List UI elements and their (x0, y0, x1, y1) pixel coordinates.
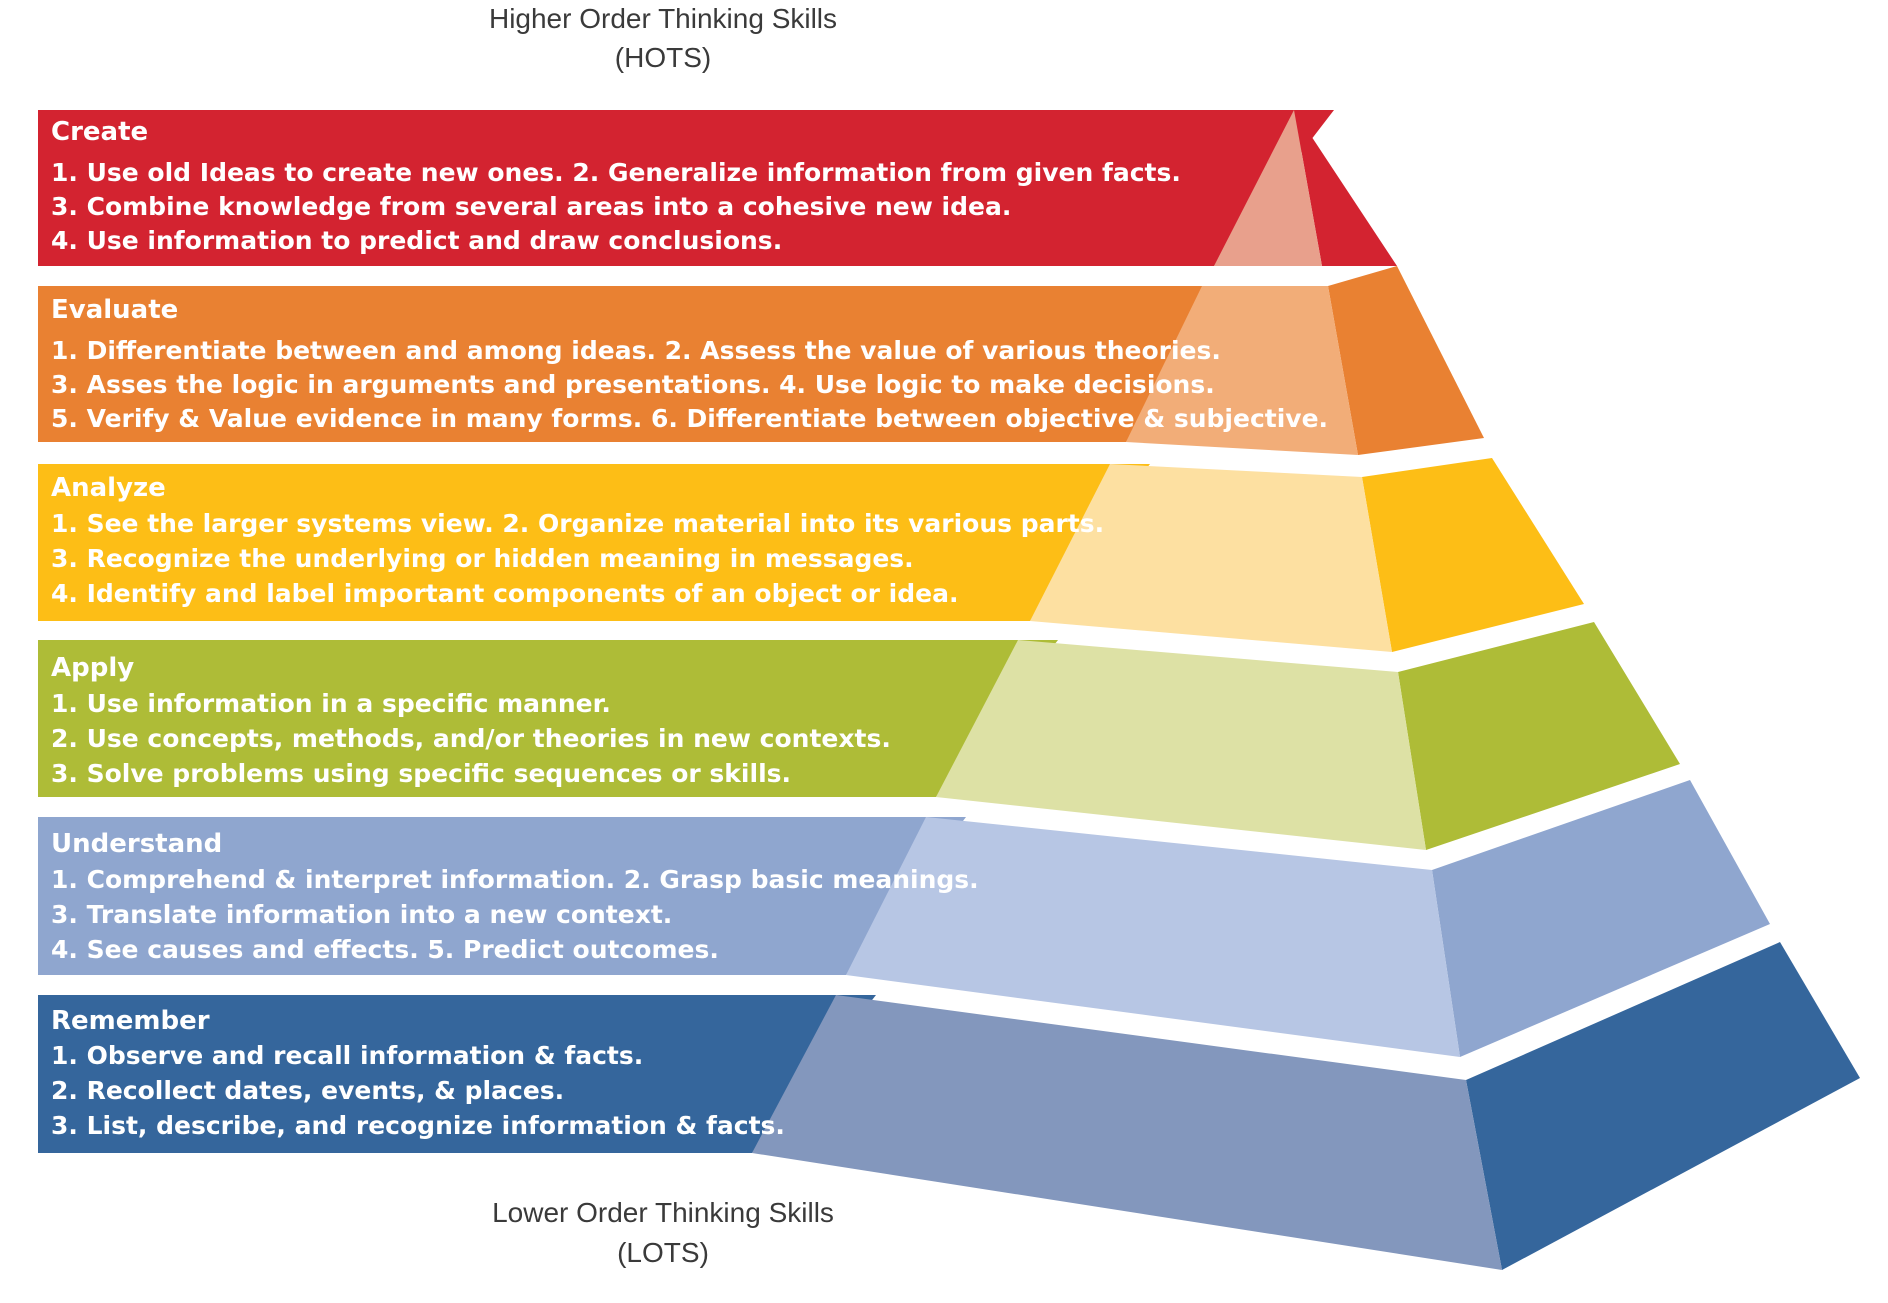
level-front-face-analyze (1030, 464, 1392, 652)
pyramid-levels: Create 1. Use old Ideas to create new one… (38, 110, 1860, 1270)
level-analyze: Analyze 1. See the larger systems view. 2… (38, 458, 1584, 652)
level-front-face-evaluate (1126, 286, 1358, 455)
level-create-line-2: 3. Combine knowledge from several areas … (51, 192, 1011, 221)
level-title-analyze: Analyze (51, 473, 166, 503)
level-title-evaluate: Evaluate (51, 295, 178, 325)
level-right-face-create (1294, 110, 1397, 266)
level-remember: Remember 1. Observe and recall informatio… (38, 942, 1860, 1270)
level-band-evaluate (38, 286, 1242, 442)
level-front-face-remember (752, 995, 1502, 1270)
level-title-apply: Apply (51, 653, 134, 683)
level-band-create (38, 110, 1334, 266)
level-remember-line-1: 1. Observe and recall information & fact… (51, 1041, 643, 1070)
level-title-understand: Understand (51, 829, 222, 859)
level-band-apply (38, 640, 1058, 797)
level-create: Create 1. Use old Ideas to create new one… (38, 110, 1397, 266)
level-create-line-3: 4. Use information to predict and draw c… (51, 226, 782, 255)
level-apply-line-2: 2. Use concepts, methods, and/or theorie… (51, 724, 891, 753)
level-understand-line-2: 3. Translate information into a new cont… (51, 900, 672, 929)
level-apply-line-1: 1. Use information in a specific manner. (51, 689, 611, 718)
level-remember-line-3: 3. List, describe, and recognize informa… (51, 1111, 785, 1140)
level-evaluate: Evaluate 1. Differentiate between and amo… (38, 266, 1484, 455)
level-analyze-line-1: 1. See the larger systems view. 2. Organ… (51, 509, 1104, 538)
level-title-remember: Remember (51, 1006, 210, 1036)
level-remember-line-2: 2. Recollect dates, events, & places. (51, 1076, 564, 1105)
level-front-face-create (1214, 110, 1322, 266)
level-band-understand (38, 817, 966, 975)
level-right-face-evaluate (1328, 266, 1484, 455)
bottom-caption-line-2: (LOTS) (617, 1237, 709, 1268)
level-analyze-line-2: 3. Recognize the underlying or hidden me… (51, 544, 914, 573)
level-understand-line-3: 4. See causes and effects. 5. Predict ou… (51, 935, 719, 964)
level-understand-line-1: 1. Comprehend & interpret information. 2… (51, 865, 979, 894)
level-band-analyze (38, 464, 1150, 621)
level-evaluate-line-2: 3. Asses the logic in arguments and pres… (51, 370, 1215, 399)
top-caption-line-1: Higher Order Thinking Skills (489, 3, 837, 34)
level-analyze-line-3: 4. Identify and label important componen… (51, 579, 958, 608)
level-front-face-understand (846, 817, 1460, 1057)
level-evaluate-line-1: 1. Differentiate between and among ideas… (51, 336, 1221, 365)
level-create-line-1: 1. Use old Ideas to create new ones. 2. … (51, 158, 1181, 187)
top-caption-line-2: (HOTS) (615, 42, 711, 73)
level-right-face-understand (1432, 780, 1770, 1057)
level-understand: Understand 1. Comprehend & interpret info… (38, 780, 1770, 1057)
level-right-face-apply (1398, 622, 1680, 850)
level-band-remember (38, 995, 876, 1153)
level-title-create: Create (51, 117, 148, 147)
level-apply-line-3: 3. Solve problems using specific sequenc… (51, 759, 791, 788)
level-front-face-apply (936, 640, 1426, 850)
bottom-caption-line-1: Lower Order Thinking Skills (492, 1197, 834, 1228)
level-right-face-analyze (1362, 458, 1584, 652)
level-apply: Apply 1. Use information in a specific ma… (38, 622, 1680, 850)
level-evaluate-line-3: 5. Verify & Value evidence in many forms… (51, 404, 1328, 433)
level-right-face-remember (1466, 942, 1860, 1270)
